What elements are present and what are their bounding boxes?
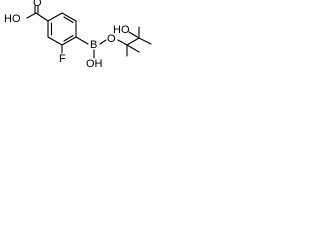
bond-ring-2 [61,12,77,22]
atom-label-fluorine: F [59,53,66,65]
bond-b-o [99,39,107,45]
bond-carboxyl-c-oh [26,12,37,19]
atom-label-boron-oh: OH [86,58,103,70]
bond-c-c [126,37,140,46]
bond-ring-5 [47,36,63,46]
atom-label-ring-oxygen: O [107,33,116,45]
atom-labels: O HO F B OH O HO [4,0,130,70]
bond-c2-methyl-right [138,37,152,45]
bond-ring-4 [61,36,77,46]
bond-ring-to-carboxyl [35,12,49,22]
atom-label-carboxyl-oh: HO [4,13,21,25]
bond-ring-double-1 [63,16,74,24]
bond-ring-double-2 [63,34,74,42]
atom-label-boron: B [90,39,97,51]
bond-ring-1 [47,12,63,22]
atom-label-hydroxyl-oh: HO [113,24,130,36]
bond-ring-to-b [75,36,89,45]
bond-o-c [117,39,128,46]
bond-lines [26,5,152,59]
atom-label-carboxyl-o: O [33,0,42,9]
bond-c2-oh [128,31,140,39]
bond-c-methyl-right [126,44,140,53]
chemical-structure: O HO F B OH O HO [4,0,152,70]
